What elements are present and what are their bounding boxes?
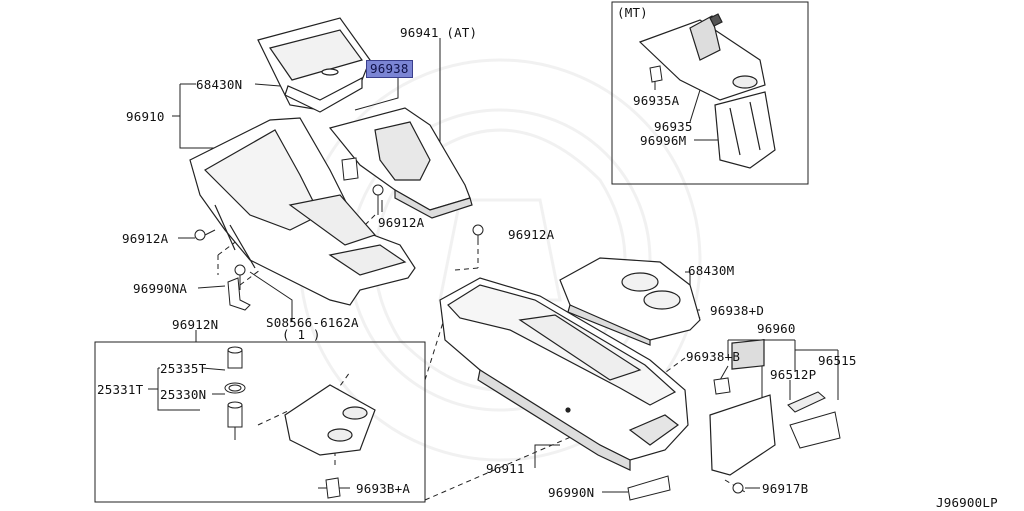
part-label-96910[interactable]: 96910	[126, 109, 165, 124]
part-label-96515[interactable]: 96515	[818, 353, 857, 368]
part-label-96912A-left[interactable]: 96912A	[122, 231, 169, 246]
shift-bezel-96941	[328, 107, 473, 219]
part-label-25331T[interactable]: 25331T	[97, 382, 144, 397]
part-label-96912A-center[interactable]: 96912A	[378, 215, 425, 230]
part-label-96917B[interactable]: 96917B	[762, 481, 809, 496]
mt-box-title: (MT)	[617, 5, 648, 20]
ashtray-part	[284, 384, 376, 456]
part-label-25335T[interactable]: 25335T	[160, 361, 207, 376]
switch-parts	[787, 391, 841, 449]
screws	[194, 184, 744, 494]
part-label-96941[interactable]: 96941 (AT)	[400, 25, 478, 40]
part-label-96938-A[interactable]: 9693B+A	[356, 481, 411, 496]
mt-box	[611, 1, 809, 185]
part-label-96938-B[interactable]: 96938+B	[686, 349, 741, 364]
switch-inset-box	[94, 341, 426, 503]
part-label-96512P[interactable]: 96512P	[770, 367, 817, 382]
mt-shift-bracket	[714, 91, 776, 169]
clips	[325, 65, 731, 501]
part-label-68430N[interactable]: 68430N	[196, 77, 243, 92]
part-label-68430M[interactable]: 68430M	[688, 263, 735, 278]
cup-holder-68430M	[559, 257, 701, 346]
part-label-96996M[interactable]: 96996M	[640, 133, 687, 148]
diagram-code: J96900LP	[936, 495, 998, 510]
part-label-96912A-right[interactable]: 96912A	[508, 227, 555, 242]
part-qty-08566: ( 1 )	[282, 327, 321, 342]
part-label-96935A[interactable]: 96935A	[633, 93, 680, 108]
part-label-96938-highlighted[interactable]: 96938	[366, 60, 413, 78]
part-label-96912N[interactable]: 96912N	[172, 317, 219, 332]
console-upper-panel	[189, 117, 416, 306]
part-label-96960[interactable]: 96960	[757, 321, 796, 336]
storage-box-68430N	[257, 17, 371, 113]
switch-panel-96960	[709, 339, 776, 476]
part-label-96938-D[interactable]: 96938+D	[710, 303, 765, 318]
main-console-96911	[439, 277, 689, 471]
part-label-96911[interactable]: 96911	[486, 461, 525, 476]
part-label-25330N[interactable]: 25330N	[160, 387, 207, 402]
part-label-96990NA[interactable]: 96990NA	[133, 281, 188, 296]
bracket-96990NA	[227, 277, 251, 311]
part-label-96990N[interactable]: 96990N	[548, 485, 595, 500]
part-label-08566-6162A[interactable]: S08566-6162A	[266, 315, 359, 330]
mt-shift-boot	[638, 13, 766, 101]
lighter-parts	[224, 346, 246, 440]
part-label-96935[interactable]: 96935	[654, 119, 693, 134]
